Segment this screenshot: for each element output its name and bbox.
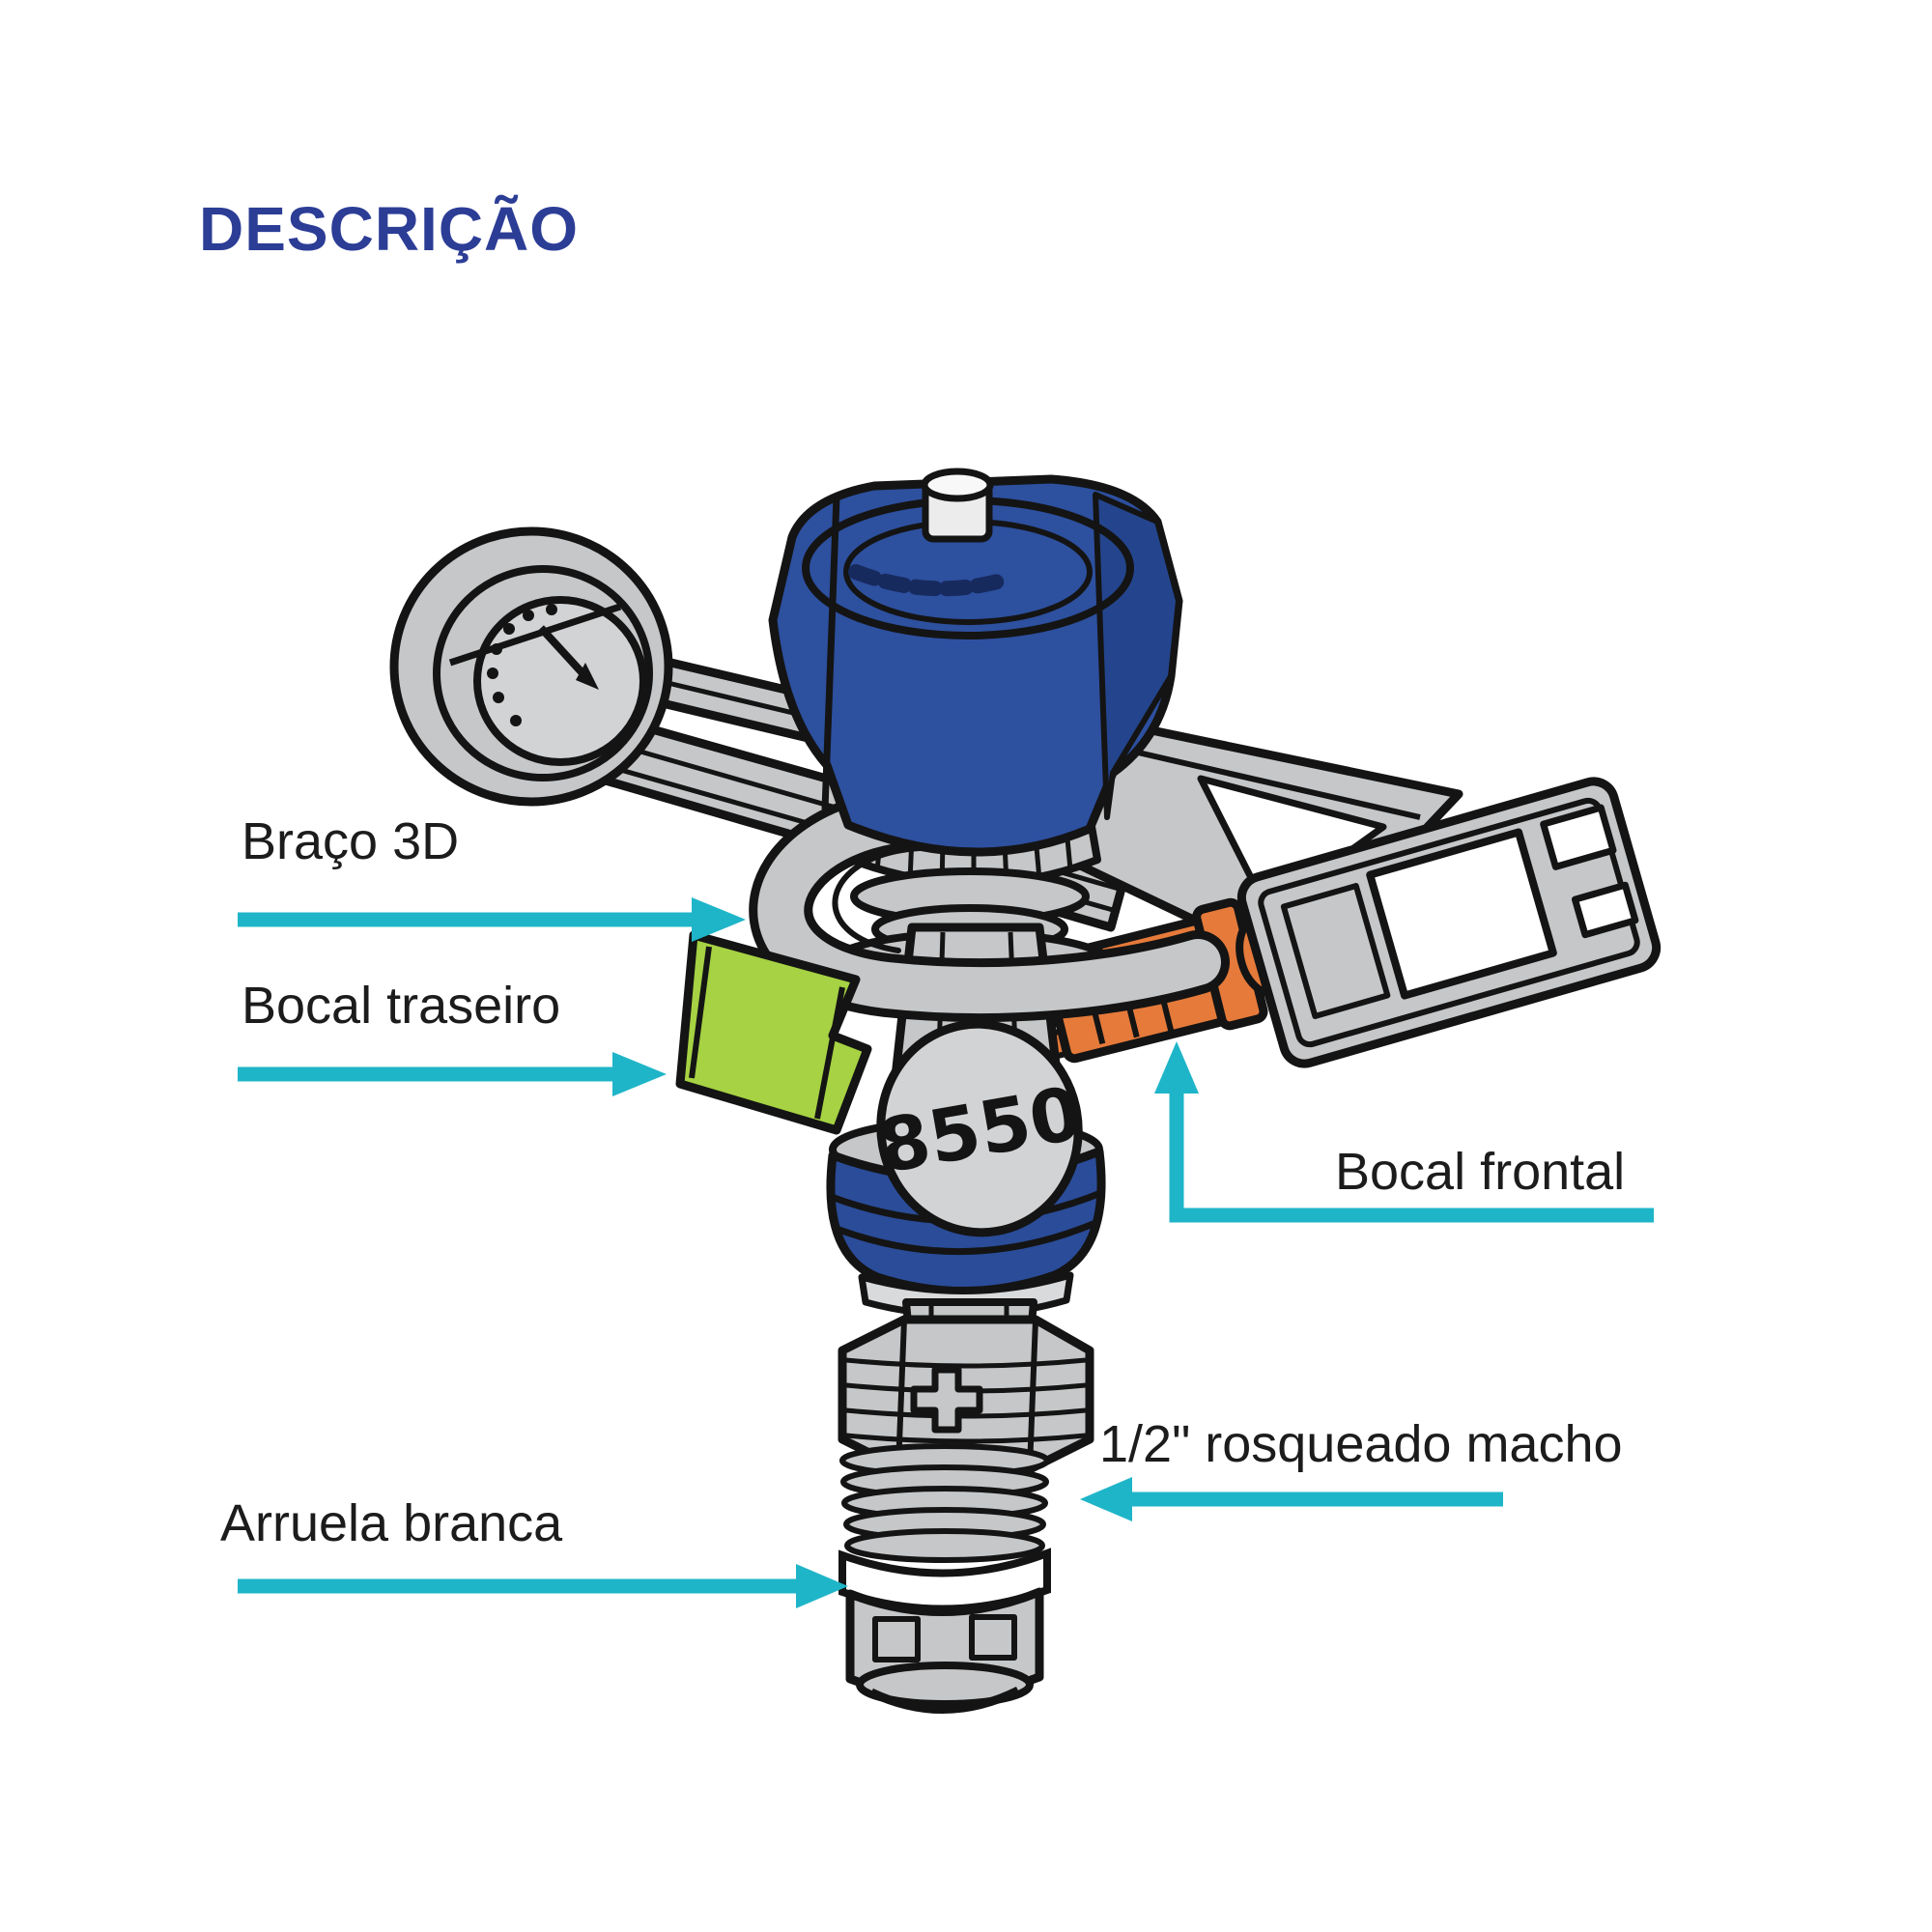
counterweight-dotted-marking bbox=[487, 604, 557, 726]
deflector-frame bbox=[1236, 777, 1662, 1068]
label-bocal-frontal: Bocal frontal bbox=[1335, 1143, 1626, 1201]
label-arruela-branca: Arruela branca bbox=[220, 1494, 563, 1552]
label-rosca-macho: 1/2" rosqueado macho bbox=[1099, 1415, 1623, 1473]
counterweight-drum bbox=[389, 526, 673, 807]
label-bocal-traseiro: Bocal traseiro bbox=[242, 977, 561, 1035]
top-pin bbox=[921, 468, 994, 543]
arm-3d-loop bbox=[749, 785, 1230, 1023]
hex-nut bbox=[838, 1315, 1094, 1473]
bocal-traseiro-arrow bbox=[238, 1052, 667, 1096]
hex-nut-cross-emboss bbox=[910, 1366, 983, 1434]
bocal-frontal-arrow bbox=[1154, 1041, 1654, 1223]
callout-arrows bbox=[238, 897, 1654, 1608]
male-thread bbox=[839, 1443, 1050, 1563]
braco-3d-arrow bbox=[238, 897, 746, 942]
label-braco-3d: Braço 3D bbox=[242, 812, 460, 870]
rosca-macho-arrow bbox=[1080, 1477, 1503, 1521]
model-badge: 8550 bbox=[871, 1019, 1088, 1237]
rear-nozzle-green bbox=[675, 930, 872, 1135]
cap-right-facet bbox=[1093, 492, 1181, 820]
arruela-branca-arrow bbox=[238, 1564, 848, 1608]
page-title: DESCRIÇÃO bbox=[199, 194, 580, 264]
cap-embossed-brand bbox=[848, 564, 1012, 597]
bottom-collar bbox=[845, 1587, 1044, 1714]
